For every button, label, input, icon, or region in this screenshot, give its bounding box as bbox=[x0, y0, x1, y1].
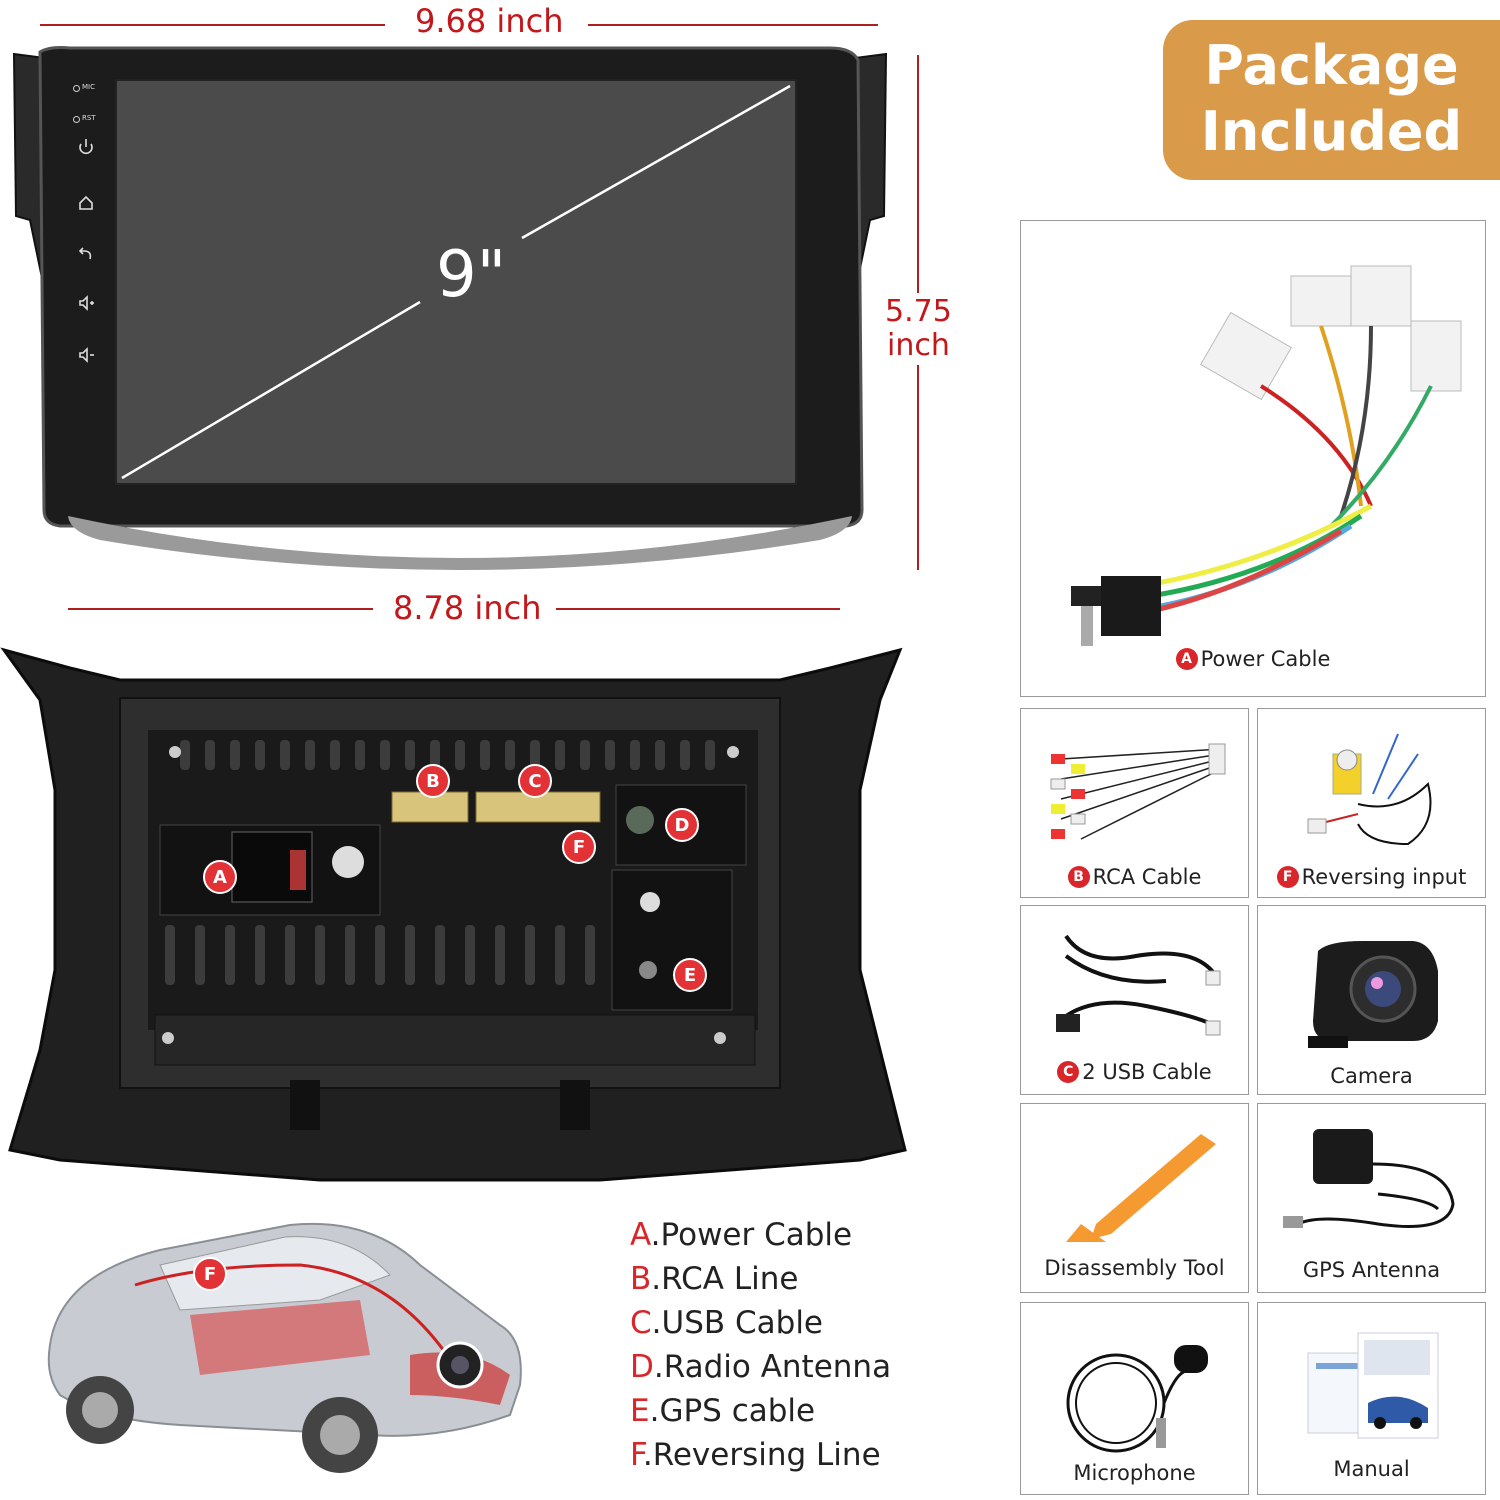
height-dimension-line-bottom bbox=[917, 365, 919, 570]
item-badge: C bbox=[1057, 1061, 1080, 1083]
item-badge: B bbox=[1067, 866, 1090, 888]
port-badge-b: B bbox=[416, 764, 450, 798]
item-label-text: Manual bbox=[1333, 1457, 1410, 1481]
item-label-text: Reversing input bbox=[1301, 865, 1467, 889]
legend-letter: C bbox=[630, 1305, 652, 1341]
item-badge: A bbox=[1175, 648, 1198, 670]
height-dimension-line-top bbox=[917, 55, 919, 293]
port-badge-f: F bbox=[562, 830, 596, 864]
legend-letter: D bbox=[630, 1349, 654, 1385]
port-badge-e: E bbox=[673, 958, 707, 992]
width-bottom-line-right bbox=[556, 608, 840, 610]
camera-image bbox=[1308, 941, 1438, 1048]
legend-letter: F bbox=[630, 1437, 643, 1473]
width-dimension-line-left bbox=[40, 24, 385, 26]
power-cable-harness-image bbox=[1071, 265, 1462, 646]
legend-text: .Power Cable bbox=[650, 1217, 853, 1253]
package-item-power-cable: A Power Cable bbox=[1020, 220, 1486, 697]
reversing-input-cable-image bbox=[1307, 733, 1432, 846]
item-label-text: 2 USB Cable bbox=[1082, 1060, 1212, 1084]
package-item-rca-cable: B RCA Cable bbox=[1020, 708, 1249, 898]
legend-letter: A bbox=[630, 1217, 651, 1253]
volume-down-icon bbox=[79, 347, 94, 363]
side-button-icons bbox=[78, 139, 94, 363]
package-item-label: Disassembly Tool bbox=[1021, 1256, 1248, 1280]
package-item-manual: Manual bbox=[1257, 1302, 1486, 1495]
package-item-label: Manual bbox=[1258, 1457, 1485, 1481]
width-bottom-label: 8.78 inch bbox=[393, 589, 542, 627]
width-dimension-line-right bbox=[588, 24, 878, 26]
package-included-banner bbox=[1163, 20, 1500, 180]
mic-label: MIC bbox=[82, 83, 95, 91]
legend-item-e: E.GPS cable bbox=[630, 1393, 815, 1429]
car-reversing-badge: F bbox=[193, 1257, 227, 1291]
item-badge: F bbox=[1276, 866, 1299, 888]
package-item-microphone: Microphone bbox=[1020, 1302, 1249, 1495]
port-badge-d: D bbox=[665, 808, 699, 842]
car-cutaway-illustration bbox=[47, 1222, 522, 1473]
microphone-image bbox=[1066, 1345, 1208, 1453]
height-value-label: 5.75 bbox=[885, 294, 952, 329]
legend-letter: E bbox=[630, 1393, 650, 1429]
package-item-disassembly-tool: Disassembly Tool bbox=[1020, 1103, 1249, 1293]
rst-dot bbox=[73, 116, 80, 123]
height-unit-label: inch bbox=[887, 328, 950, 363]
legend-item-b: B.RCA Line bbox=[630, 1261, 798, 1297]
home-icon bbox=[79, 195, 93, 210]
back-icon bbox=[78, 247, 92, 260]
package-item-label: A Power Cable bbox=[1021, 647, 1485, 671]
item-label-text: Disassembly Tool bbox=[1044, 1256, 1225, 1280]
legend-letter: B bbox=[630, 1261, 652, 1297]
screen-size-label: 9" bbox=[436, 238, 507, 312]
width-bottom-line-left bbox=[68, 608, 373, 610]
power-icon bbox=[79, 139, 93, 155]
legend-text: .GPS cable bbox=[649, 1393, 816, 1429]
legend-text: .USB Cable bbox=[651, 1305, 824, 1341]
item-label-text: Power Cable bbox=[1200, 647, 1331, 671]
package-item-label: Microphone bbox=[1021, 1461, 1248, 1485]
package-item-label: F Reversing input bbox=[1258, 865, 1485, 889]
package-item-gps-antenna: GPS Antenna bbox=[1257, 1103, 1486, 1293]
item-label-text: RCA Cable bbox=[1092, 865, 1202, 889]
rst-label: RST bbox=[82, 114, 96, 122]
legend-item-f: F.Reversing Line bbox=[630, 1437, 881, 1473]
package-item-usb-cable: C 2 USB Cable bbox=[1020, 905, 1249, 1095]
port-badge-a: A bbox=[203, 860, 237, 894]
legend-text: .Reversing Line bbox=[642, 1437, 881, 1473]
rca-cable-image bbox=[1050, 743, 1226, 840]
head-unit-rear bbox=[0, 647, 907, 1182]
legend-item-d: D.Radio Antenna bbox=[630, 1349, 891, 1385]
legend-item-a: A.Power Cable bbox=[630, 1217, 852, 1253]
package-item-reversing-input: F Reversing input bbox=[1257, 708, 1486, 898]
manual-image bbox=[1307, 1332, 1439, 1439]
port-badge-c: C bbox=[518, 764, 552, 798]
package-item-camera: Camera bbox=[1257, 905, 1486, 1095]
legend-item-c: C.USB Cable bbox=[630, 1305, 823, 1341]
legend-text: .Radio Antenna bbox=[653, 1349, 892, 1385]
package-item-label: Camera bbox=[1258, 1064, 1485, 1088]
gps-antenna-image bbox=[1283, 1129, 1455, 1228]
legend-text: .RCA Line bbox=[651, 1261, 799, 1297]
volume-up-icon bbox=[79, 295, 94, 311]
package-item-label: C 2 USB Cable bbox=[1021, 1060, 1248, 1084]
width-top-label: 9.68 inch bbox=[415, 2, 564, 40]
package-title-line1: Package bbox=[1204, 34, 1459, 97]
package-title-line2: Included bbox=[1200, 100, 1463, 163]
head-unit-front bbox=[12, 46, 888, 570]
usb-cable-image bbox=[1056, 934, 1221, 1036]
package-item-label: GPS Antenna bbox=[1258, 1258, 1485, 1282]
item-label-text: Camera bbox=[1330, 1064, 1413, 1088]
item-label-text: GPS Antenna bbox=[1302, 1258, 1441, 1282]
item-label-text: Microphone bbox=[1073, 1461, 1196, 1485]
package-item-label: B RCA Cable bbox=[1021, 865, 1248, 889]
disassembly-tool-image bbox=[1066, 1134, 1216, 1242]
mic-dot bbox=[73, 85, 80, 92]
